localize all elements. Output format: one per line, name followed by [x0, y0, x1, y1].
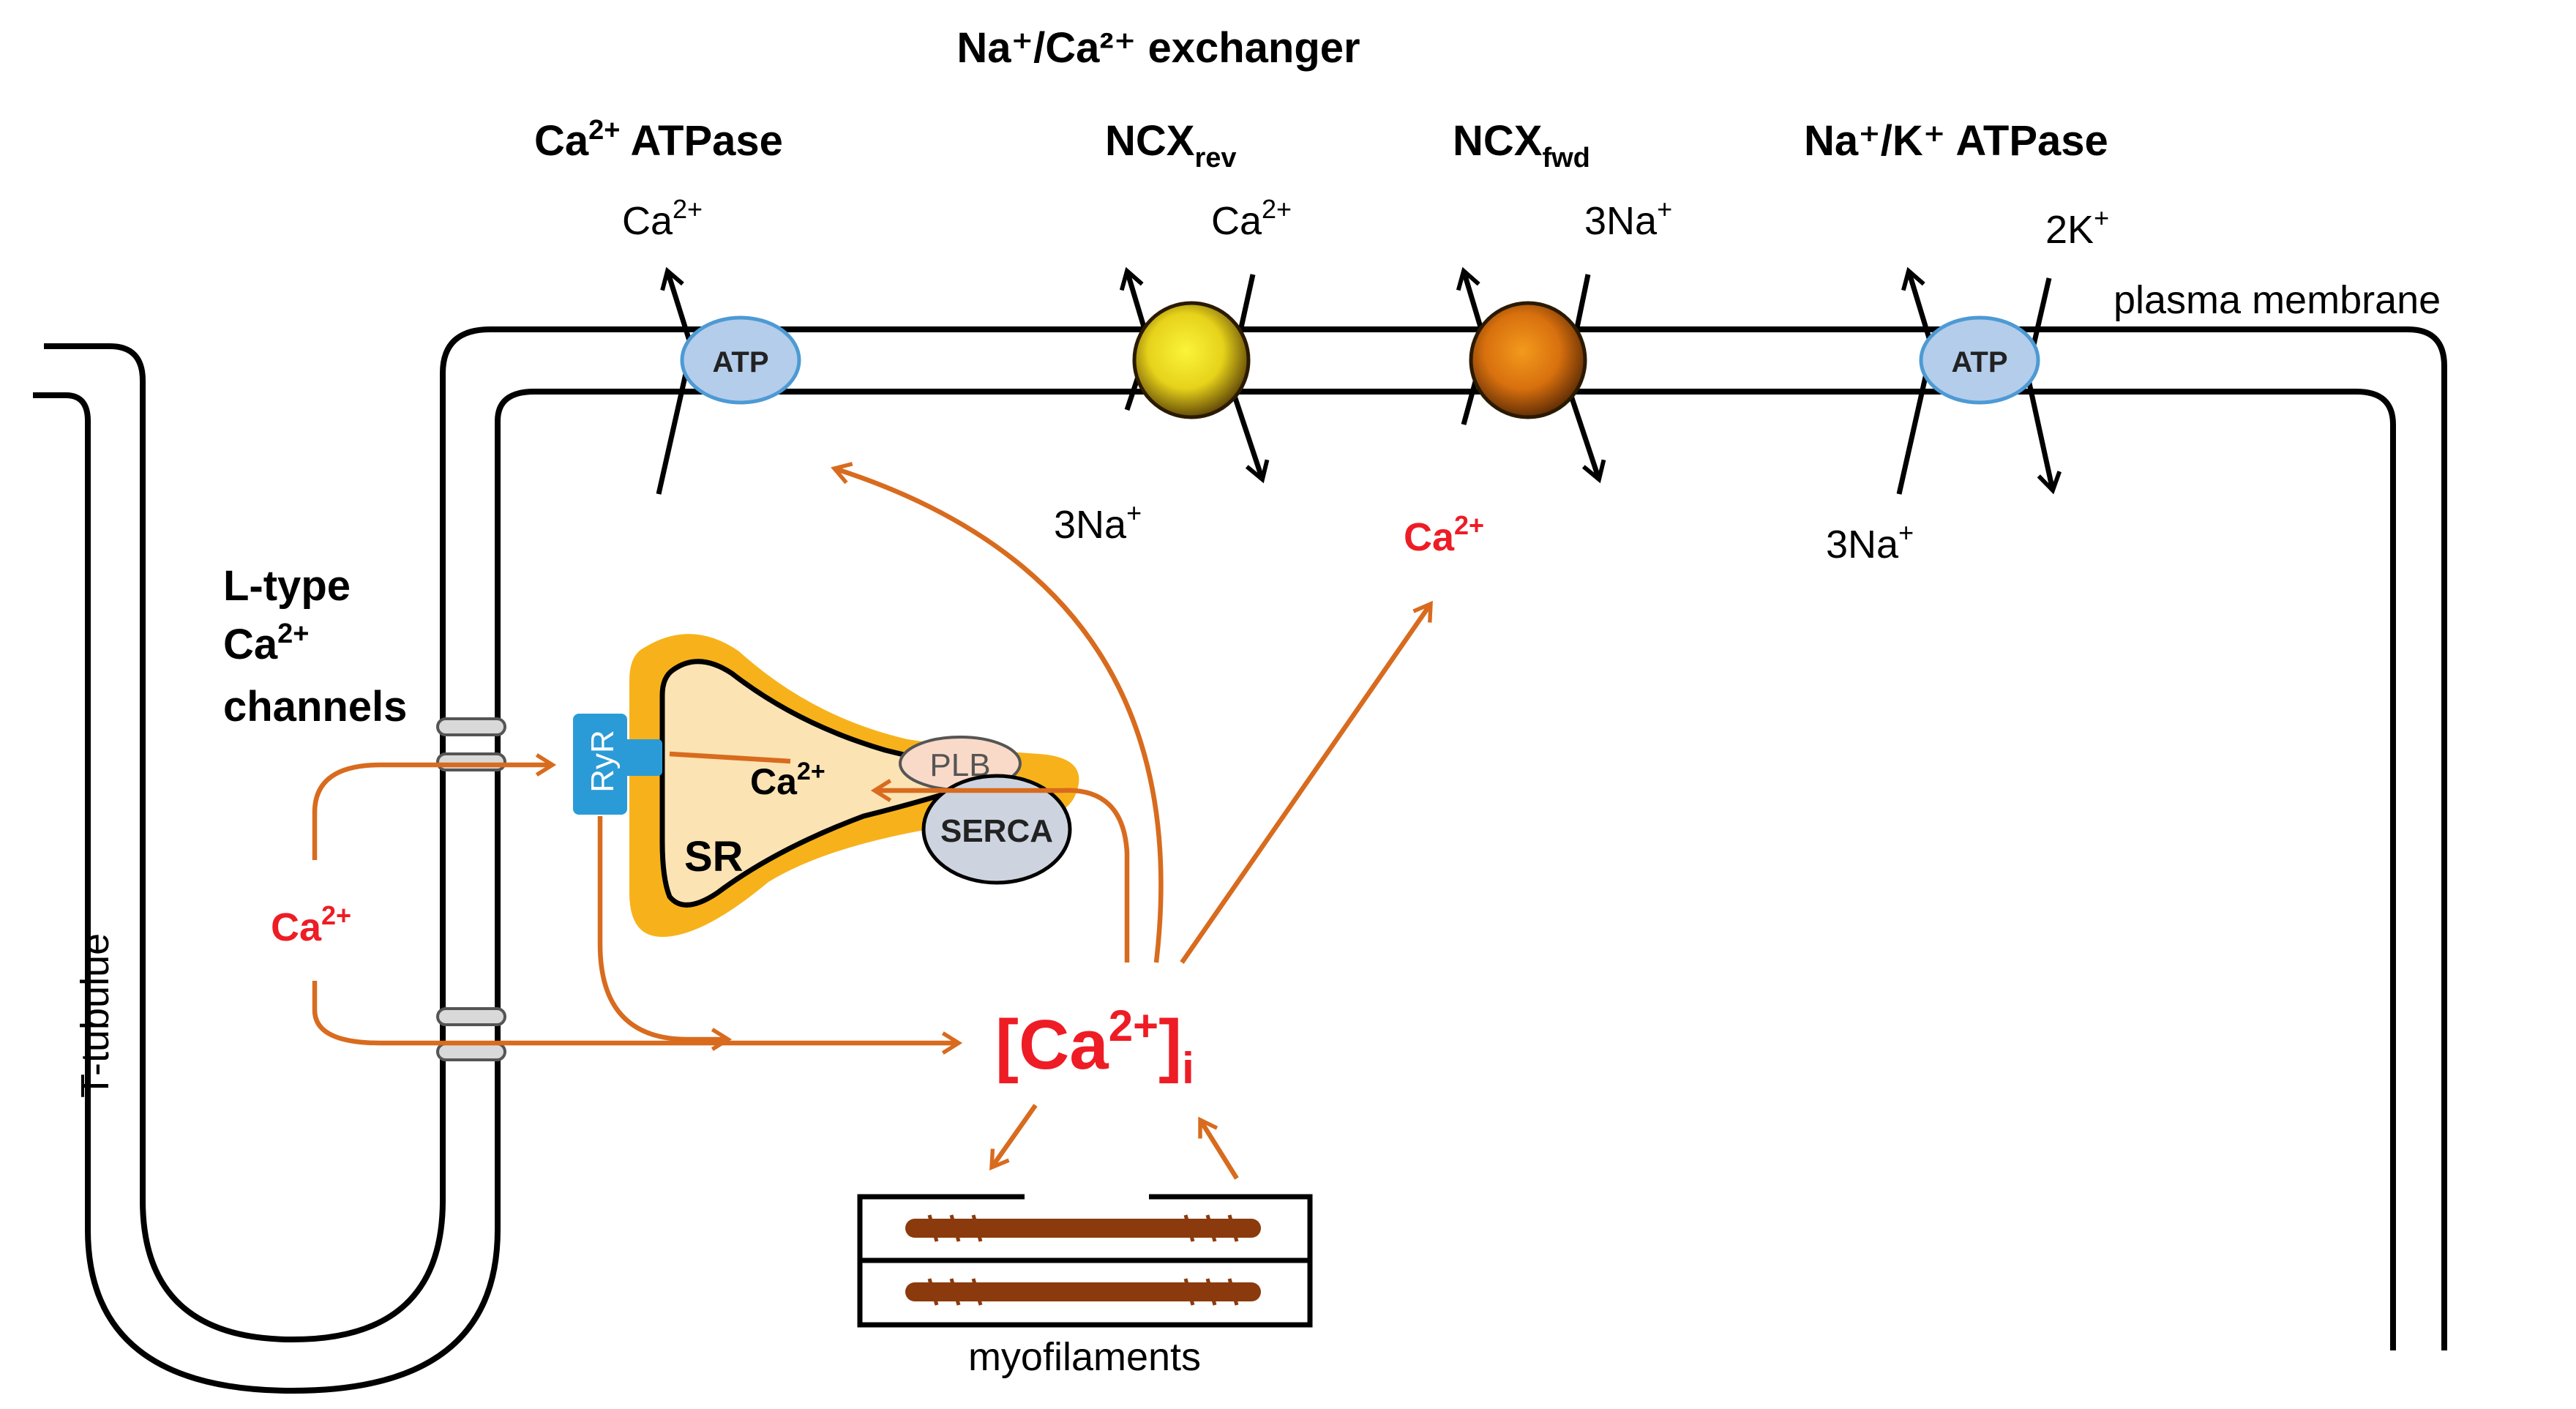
ncx-rev-out-ion: Ca2+: [1211, 194, 1292, 243]
ncx-fwd-title: NCXfwd: [1453, 117, 1590, 173]
extracellular-ca-label: Ca2+: [271, 900, 351, 949]
plasma-membrane-label: plasma membrane: [2113, 278, 2441, 322]
na-k-atpase-title: Na⁺/K⁺ ATPase: [1804, 117, 2108, 165]
exchanger-title: Na⁺/Ca²⁺ exchanger: [956, 24, 1360, 72]
ca-atpase-pump: ATP: [680, 315, 801, 405]
sr-label: SR: [684, 833, 744, 881]
myofilament-box: [857, 1194, 1313, 1328]
na-k-atpase-pump: ATP: [1919, 315, 2040, 405]
myofilament-thick-filaments: [905, 1214, 1261, 1306]
na-k-atpase-badge: ATP: [1951, 346, 2007, 378]
l-type-label-line3: channels: [223, 683, 407, 730]
serca-label: SERCA: [940, 813, 1053, 849]
sarcoplasmic-reticulum: [629, 634, 1079, 937]
ncx-rev-exchanger: [1132, 301, 1251, 419]
ryr-channel: RyR: [573, 714, 662, 815]
l-type-label-line1: L-type: [223, 562, 351, 610]
intracellular-ca-label: [Ca2+]i: [995, 1001, 1194, 1093]
ncx-rev-title: NCXrev: [1105, 117, 1237, 173]
serca-pump: SERCA: [921, 774, 1072, 885]
sr-ca-label: Ca2+: [750, 758, 825, 802]
ncx-rev-in-ion: 3Na+: [1054, 498, 1142, 547]
calcium-flux-arrows: [312, 462, 1433, 1180]
plasma-membrane-lines: [33, 326, 2447, 1394]
ca-atpase-badge: ATP: [712, 346, 768, 378]
ca-atpase-ion-arrows: [656, 266, 694, 495]
ncx-fwd-out-ion: 3Na+: [1584, 194, 1672, 243]
myofilaments-label: myofilaments: [968, 1335, 1201, 1379]
ca-atpase-title: Ca2+ ATPase: [534, 115, 783, 165]
ryr-label: RyR: [585, 730, 621, 793]
l-type-label-line2: Ca2+: [223, 618, 309, 668]
ncx-fwd-in-ion: Ca2+: [1404, 510, 1484, 559]
na-k-atpase-out-ion: 2K+: [2045, 203, 2109, 252]
ncx-fwd-exchanger: [1469, 301, 1587, 419]
t-tubule-label: T-tubulue: [73, 933, 117, 1098]
na-k-atpase-in-ion: 3Na+: [1826, 517, 1914, 567]
ca-atpase-out-ion: Ca2+: [622, 194, 703, 243]
